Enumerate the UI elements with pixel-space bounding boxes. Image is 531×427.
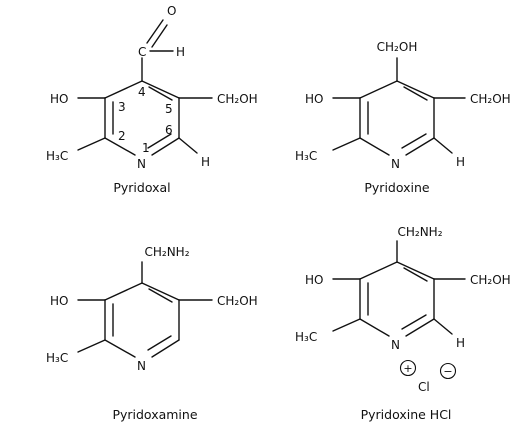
positive-charge-icon (399, 359, 417, 377)
bond (148, 86, 173, 101)
bond (104, 80, 143, 99)
bond (359, 261, 398, 280)
molecule-name: Pyridoxamine (112, 407, 197, 422)
negative-charge-label: − (443, 365, 452, 378)
ring-number: 3 (118, 100, 126, 114)
hydrogen-label: H (201, 155, 210, 169)
bond (151, 137, 180, 156)
molecule-name: Pyridoxine HCl (361, 407, 452, 422)
bond (332, 318, 361, 332)
hydroxymethyl-label: CH₂OH (377, 40, 418, 54)
aminomethyl-label: CH₂NH₂ (144, 245, 189, 259)
methyl-label: H₃C (295, 330, 317, 344)
nitrogen-label: N (391, 338, 400, 352)
bond (141, 80, 180, 99)
bond (401, 133, 427, 149)
bond (141, 282, 180, 301)
bond (104, 282, 143, 301)
hydroxymethyl-label: CH₂OH (217, 294, 258, 308)
chloride-label: Cl (418, 380, 430, 394)
hydroxy-label: HO (50, 294, 68, 308)
bond (151, 339, 180, 358)
bond (77, 339, 106, 353)
bond (403, 267, 428, 282)
hydroxy-label: HO (305, 92, 323, 106)
ring-number: 4 (138, 85, 146, 99)
bond (151, 24, 168, 48)
bond (147, 335, 172, 351)
methyl-label: H₃C (46, 149, 68, 163)
bond (433, 137, 453, 154)
oxygen-label: O (167, 4, 176, 18)
molecule-pyridoxal: O C H HO CH₂OH H₃C N H 1 2 3 4 5 6 Pyrid… (46, 4, 258, 195)
bond (359, 137, 390, 156)
molecule-name: Pyridoxal (113, 180, 170, 195)
nitrogen-label: N (391, 157, 400, 171)
hydroxymethyl-label: CH₂OH (217, 92, 258, 106)
methyl-label: H₃C (295, 149, 317, 163)
hydroxymethyl-label: CH₂OH (470, 92, 511, 106)
bond (405, 137, 435, 156)
bond (403, 86, 428, 101)
ring-number: 1 (142, 141, 150, 155)
bond (178, 137, 198, 154)
bond (77, 137, 106, 151)
hydroxy-label: HO (50, 92, 68, 106)
molecule-pyridoxamine: CH₂NH₂ HO CH₂OH H₃C N Pyridoxamine (46, 245, 258, 422)
ring-number: 5 (165, 102, 173, 116)
bond (359, 80, 398, 99)
bond (396, 261, 435, 280)
hydroxymethyl-label: CH₂OH (470, 273, 511, 287)
bond (332, 137, 361, 151)
positive-charge-label: + (403, 362, 412, 375)
nitrogen-label: N (137, 157, 146, 171)
bond (147, 133, 172, 149)
molecule-name: Pyridoxine (364, 180, 430, 195)
hydrogen-label: H (176, 45, 185, 59)
aminomethyl-label: CH₂NH₂ (397, 225, 442, 239)
bond (104, 339, 136, 358)
ring-number: 2 (118, 129, 126, 143)
nitrogen-label: N (137, 359, 146, 373)
carbon-label: C (138, 45, 146, 59)
ring-number: 6 (165, 123, 173, 137)
negative-charge-icon (439, 362, 457, 380)
molecule-pyridoxine: CH₂OH HO CH₂OH H₃C N H Pyridoxine (295, 40, 511, 195)
methyl-label: H₃C (46, 351, 68, 365)
bond (405, 318, 435, 337)
bond (401, 314, 427, 330)
bond (433, 318, 453, 335)
bond (146, 19, 164, 44)
bond (359, 318, 390, 337)
hydrogen-label: H (456, 336, 465, 350)
bond (148, 288, 173, 303)
molecule-pyridoxine-hcl: CH₂NH₂ HO CH₂OH H₃C N H + Cl − Pyridoxin… (295, 225, 511, 422)
hydroxy-label: HO (305, 273, 323, 287)
bond (396, 80, 435, 99)
hydrogen-label: H (456, 155, 465, 169)
bond (104, 137, 136, 156)
